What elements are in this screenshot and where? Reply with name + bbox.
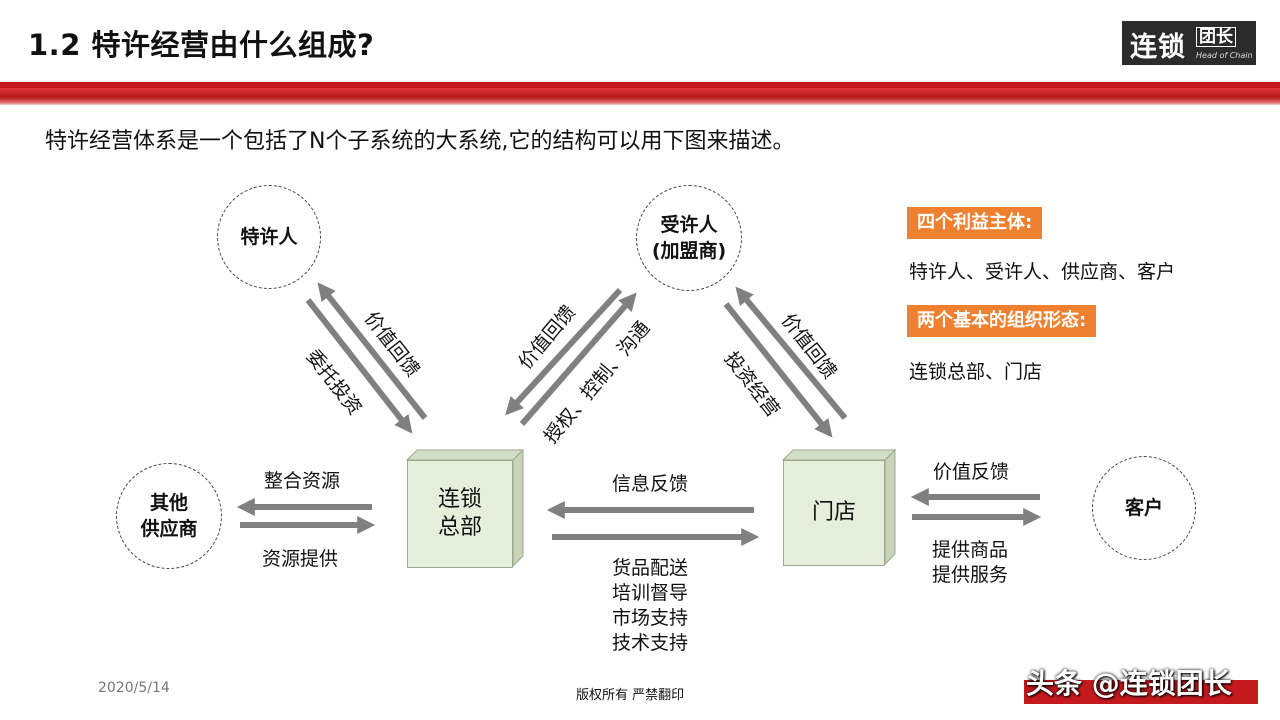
edge-label-customer-value: 价值反馈	[933, 461, 1010, 483]
service-item: 技术支持	[612, 632, 689, 654]
node-headquarters: 连锁 总部	[407, 460, 513, 568]
node-store: 门店	[783, 460, 885, 566]
service-item: 货品配送	[612, 557, 689, 579]
arrow-franchisee-control	[519, 292, 637, 426]
edge-label-store-feedback: 信息反馈	[612, 473, 689, 495]
header-band-top	[0, 82, 1280, 88]
footer-date: 2020/5/14	[98, 680, 170, 696]
edge-label-store-provide: 提供商品 提供服务	[932, 538, 1008, 588]
service-item: 培训督导	[612, 582, 689, 604]
node-franchisor-label: 特许人	[240, 226, 298, 248]
node-hq-label-2: 总部	[437, 515, 482, 540]
watermark-strip	[1024, 680, 1258, 704]
store-box-3d	[781, 448, 897, 566]
logo-main-text: 连锁	[1130, 32, 1186, 63]
node-hq-label-1: 连锁	[437, 487, 482, 512]
node-store-label: 门店	[811, 500, 856, 525]
watermark: 头条 @连锁团长	[1024, 660, 1258, 704]
arrow-store-invest	[723, 302, 833, 438]
logo-tag-text: 团长	[1196, 27, 1236, 47]
header-band-bottom	[0, 97, 1280, 105]
edge-label-supplier-provide: 资源提供	[262, 548, 339, 570]
header-band-middle	[0, 88, 1280, 97]
provide-item: 提供服务	[932, 564, 1009, 586]
intro-text: 特许经营体系是一个包括了N个子系统的大系统,它的结构可以用下图来描述。	[45, 129, 795, 154]
arrow-store-value	[735, 286, 848, 420]
node-supplier-label-1: 其他	[149, 492, 188, 514]
node-supplier-label-2: 供应商	[140, 518, 198, 540]
brand-logo: 连锁 团长 Head of Chain	[1122, 21, 1256, 65]
provide-item: 提供商品	[932, 539, 1009, 561]
arrow-franchisor-invest	[305, 298, 413, 434]
node-customer: 客户	[1092, 456, 1196, 560]
arrow-franchisor-value	[317, 282, 428, 420]
side-heading-stakeholders: 四个利益主体:	[907, 207, 1043, 239]
arrow-franchisee-value	[505, 287, 623, 416]
node-customer-label: 客户	[1124, 497, 1163, 519]
service-item: 市场支持	[612, 607, 689, 629]
edge-label-hq-services: 货品配送 培训督导 市场支持 技术支持	[612, 556, 688, 656]
side-text-stakeholders: 特许人、受许人、供应商、客户	[909, 261, 1176, 283]
node-supplier: 其他 供应商	[116, 463, 222, 569]
side-heading-org-forms: 两个基本的组织形态:	[907, 305, 1097, 337]
node-franchisee-label: 受许人	[660, 214, 718, 236]
node-franchisee-sublabel: (加盟商)	[651, 240, 727, 262]
watermark-text: 头条 @连锁团长	[1026, 667, 1232, 700]
logo-english-text: Head of Chain	[1196, 51, 1253, 60]
page-title: 1.2 特许经营由什么组成?	[28, 28, 375, 62]
edge-label-supplier-integrate: 整合资源	[264, 470, 341, 492]
side-text-org-forms: 连锁总部、门店	[909, 361, 1043, 383]
footer-copyright: 版权所有 严禁翻印	[576, 688, 685, 703]
node-franchisee: 受许人 (加盟商)	[636, 185, 742, 291]
node-franchisor: 特许人	[217, 185, 321, 289]
hq-box-3d	[405, 448, 525, 568]
